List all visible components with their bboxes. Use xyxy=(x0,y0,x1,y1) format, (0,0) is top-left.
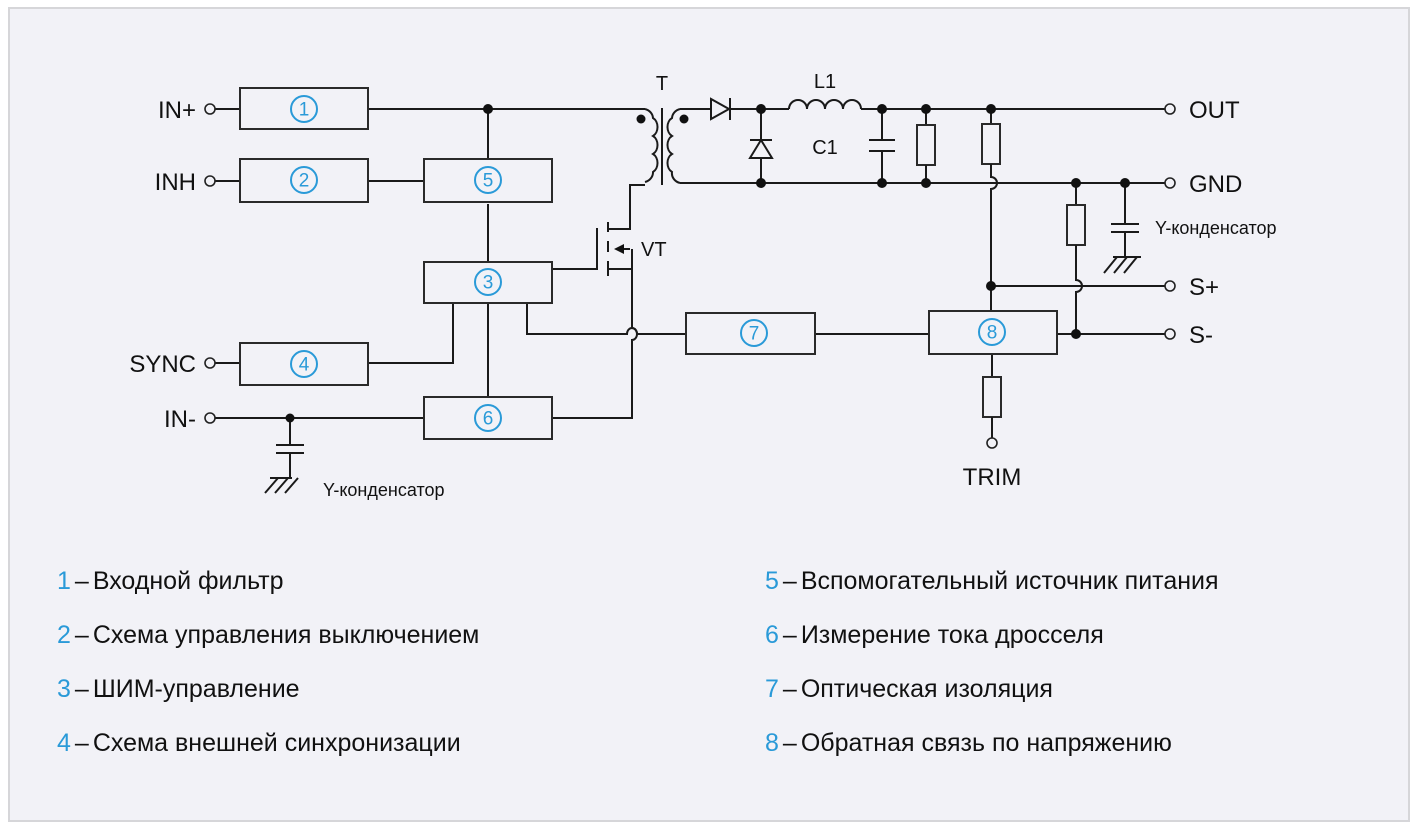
block-5 xyxy=(423,158,553,203)
node-dot xyxy=(921,178,931,188)
label-in-plus: IN+ xyxy=(158,97,196,124)
terminal-in-plus xyxy=(204,103,216,115)
legend-left: 1–Входной фильтр 2–Схема управления выкл… xyxy=(57,561,479,777)
label-inductor: L1 xyxy=(814,71,836,93)
legend-item-3: 3–ШИМ-управление xyxy=(57,675,300,703)
label-out: OUT xyxy=(1189,97,1240,124)
svg-text:2: 2 xyxy=(299,171,310,192)
block-number-2: 2 xyxy=(290,166,318,194)
node-dot xyxy=(1120,178,1130,188)
block-number-8: 8 xyxy=(978,318,1006,346)
block-7 xyxy=(685,312,816,355)
block-2 xyxy=(239,158,369,203)
block-number-1: 1 xyxy=(290,95,318,123)
terminal-out xyxy=(1164,103,1176,115)
legend-item-7: 7–Оптическая изоляция xyxy=(765,675,1053,703)
block-6 xyxy=(423,396,553,440)
capacitor-c1-symbol xyxy=(869,109,895,183)
node-dot xyxy=(1071,329,1081,339)
node-dot xyxy=(1071,178,1081,188)
label-s-plus: S+ xyxy=(1189,274,1219,301)
resistor-trim-symbol xyxy=(982,355,1002,438)
label-capacitor: C1 xyxy=(812,137,838,159)
svg-text:6: 6 xyxy=(483,409,494,430)
legend-item-6: 6–Измерение тока дросселя xyxy=(765,621,1104,649)
mosfet-vt-symbol xyxy=(596,184,645,276)
legend-right: 5–Вспомогательный источник питания 6–Изм… xyxy=(765,561,1219,777)
label-gnd: GND xyxy=(1189,171,1242,198)
ycap-output-symbol xyxy=(1111,183,1139,257)
inductor-l1-symbol xyxy=(788,99,862,110)
transformer-symbol xyxy=(636,108,689,185)
svg-text:7: 7 xyxy=(749,324,760,345)
legend-item-2: 2–Схема управления выключением xyxy=(57,621,480,649)
svg-text:4: 4 xyxy=(299,355,310,376)
block-number-4: 4 xyxy=(290,350,318,378)
terminal-sync xyxy=(204,357,216,369)
block-number-6: 6 xyxy=(474,404,502,432)
legend-item-1: 1–Входной фильтр xyxy=(57,567,284,595)
wire-3-gate xyxy=(552,228,598,270)
svg-text:1: 1 xyxy=(299,100,310,121)
svg-text:5: 5 xyxy=(483,171,494,192)
block-3 xyxy=(423,261,553,304)
resistor-load-symbol xyxy=(916,109,936,183)
node-dot xyxy=(483,104,493,114)
label-ycap-input: Y-конденсатор xyxy=(323,480,445,500)
diagram-frame xyxy=(8,7,1410,822)
node-dot xyxy=(877,178,887,188)
terminal-inh xyxy=(204,175,216,187)
block-4 xyxy=(239,342,369,386)
terminal-s-plus xyxy=(1164,280,1176,292)
node-dot xyxy=(756,178,766,188)
terminal-trim xyxy=(986,437,998,449)
node-dot xyxy=(877,104,887,114)
ground-icon-input xyxy=(264,477,299,494)
node-dot xyxy=(986,104,996,114)
label-s-minus: S- xyxy=(1189,322,1213,349)
svg-text:3: 3 xyxy=(483,273,494,294)
legend-item-4: 4–Схема внешней синхронизации xyxy=(57,729,461,757)
label-inh: INH xyxy=(155,169,196,196)
block-1 xyxy=(239,87,369,130)
legend-item-8: 8–Обратная связь по напряжению xyxy=(765,729,1172,757)
node-dot xyxy=(756,104,766,114)
node-dot xyxy=(986,281,996,291)
label-transistor: VT xyxy=(641,239,667,261)
wire-3-7 xyxy=(526,303,686,335)
terminal-gnd xyxy=(1164,177,1176,189)
label-transformer: T xyxy=(656,73,668,95)
freewheel-diode-symbol xyxy=(748,109,774,183)
terminal-in-minus xyxy=(204,412,216,424)
wire-3-4 xyxy=(368,303,454,364)
label-ycap-output: Y-конденсатор xyxy=(1155,218,1277,238)
legend-item-5: 5–Вспомогательный источник питания xyxy=(765,567,1219,595)
svg-text:8: 8 xyxy=(987,323,998,344)
label-sync: SYNC xyxy=(129,351,196,378)
ground-icon-output xyxy=(1103,256,1141,274)
terminal-s-minus xyxy=(1164,328,1176,340)
block-8 xyxy=(928,310,1058,355)
node-dot xyxy=(285,413,295,423)
block-number-3: 3 xyxy=(474,268,502,296)
wire-6-source xyxy=(552,249,638,419)
diode-symbol xyxy=(710,97,732,121)
resistor-sense-symbol xyxy=(1066,183,1086,334)
block-number-7: 7 xyxy=(740,319,768,347)
block-number-5: 5 xyxy=(474,166,502,194)
label-in-minus: IN- xyxy=(164,406,196,433)
label-trim: TRIM xyxy=(963,464,1022,491)
node-dot xyxy=(921,104,931,114)
